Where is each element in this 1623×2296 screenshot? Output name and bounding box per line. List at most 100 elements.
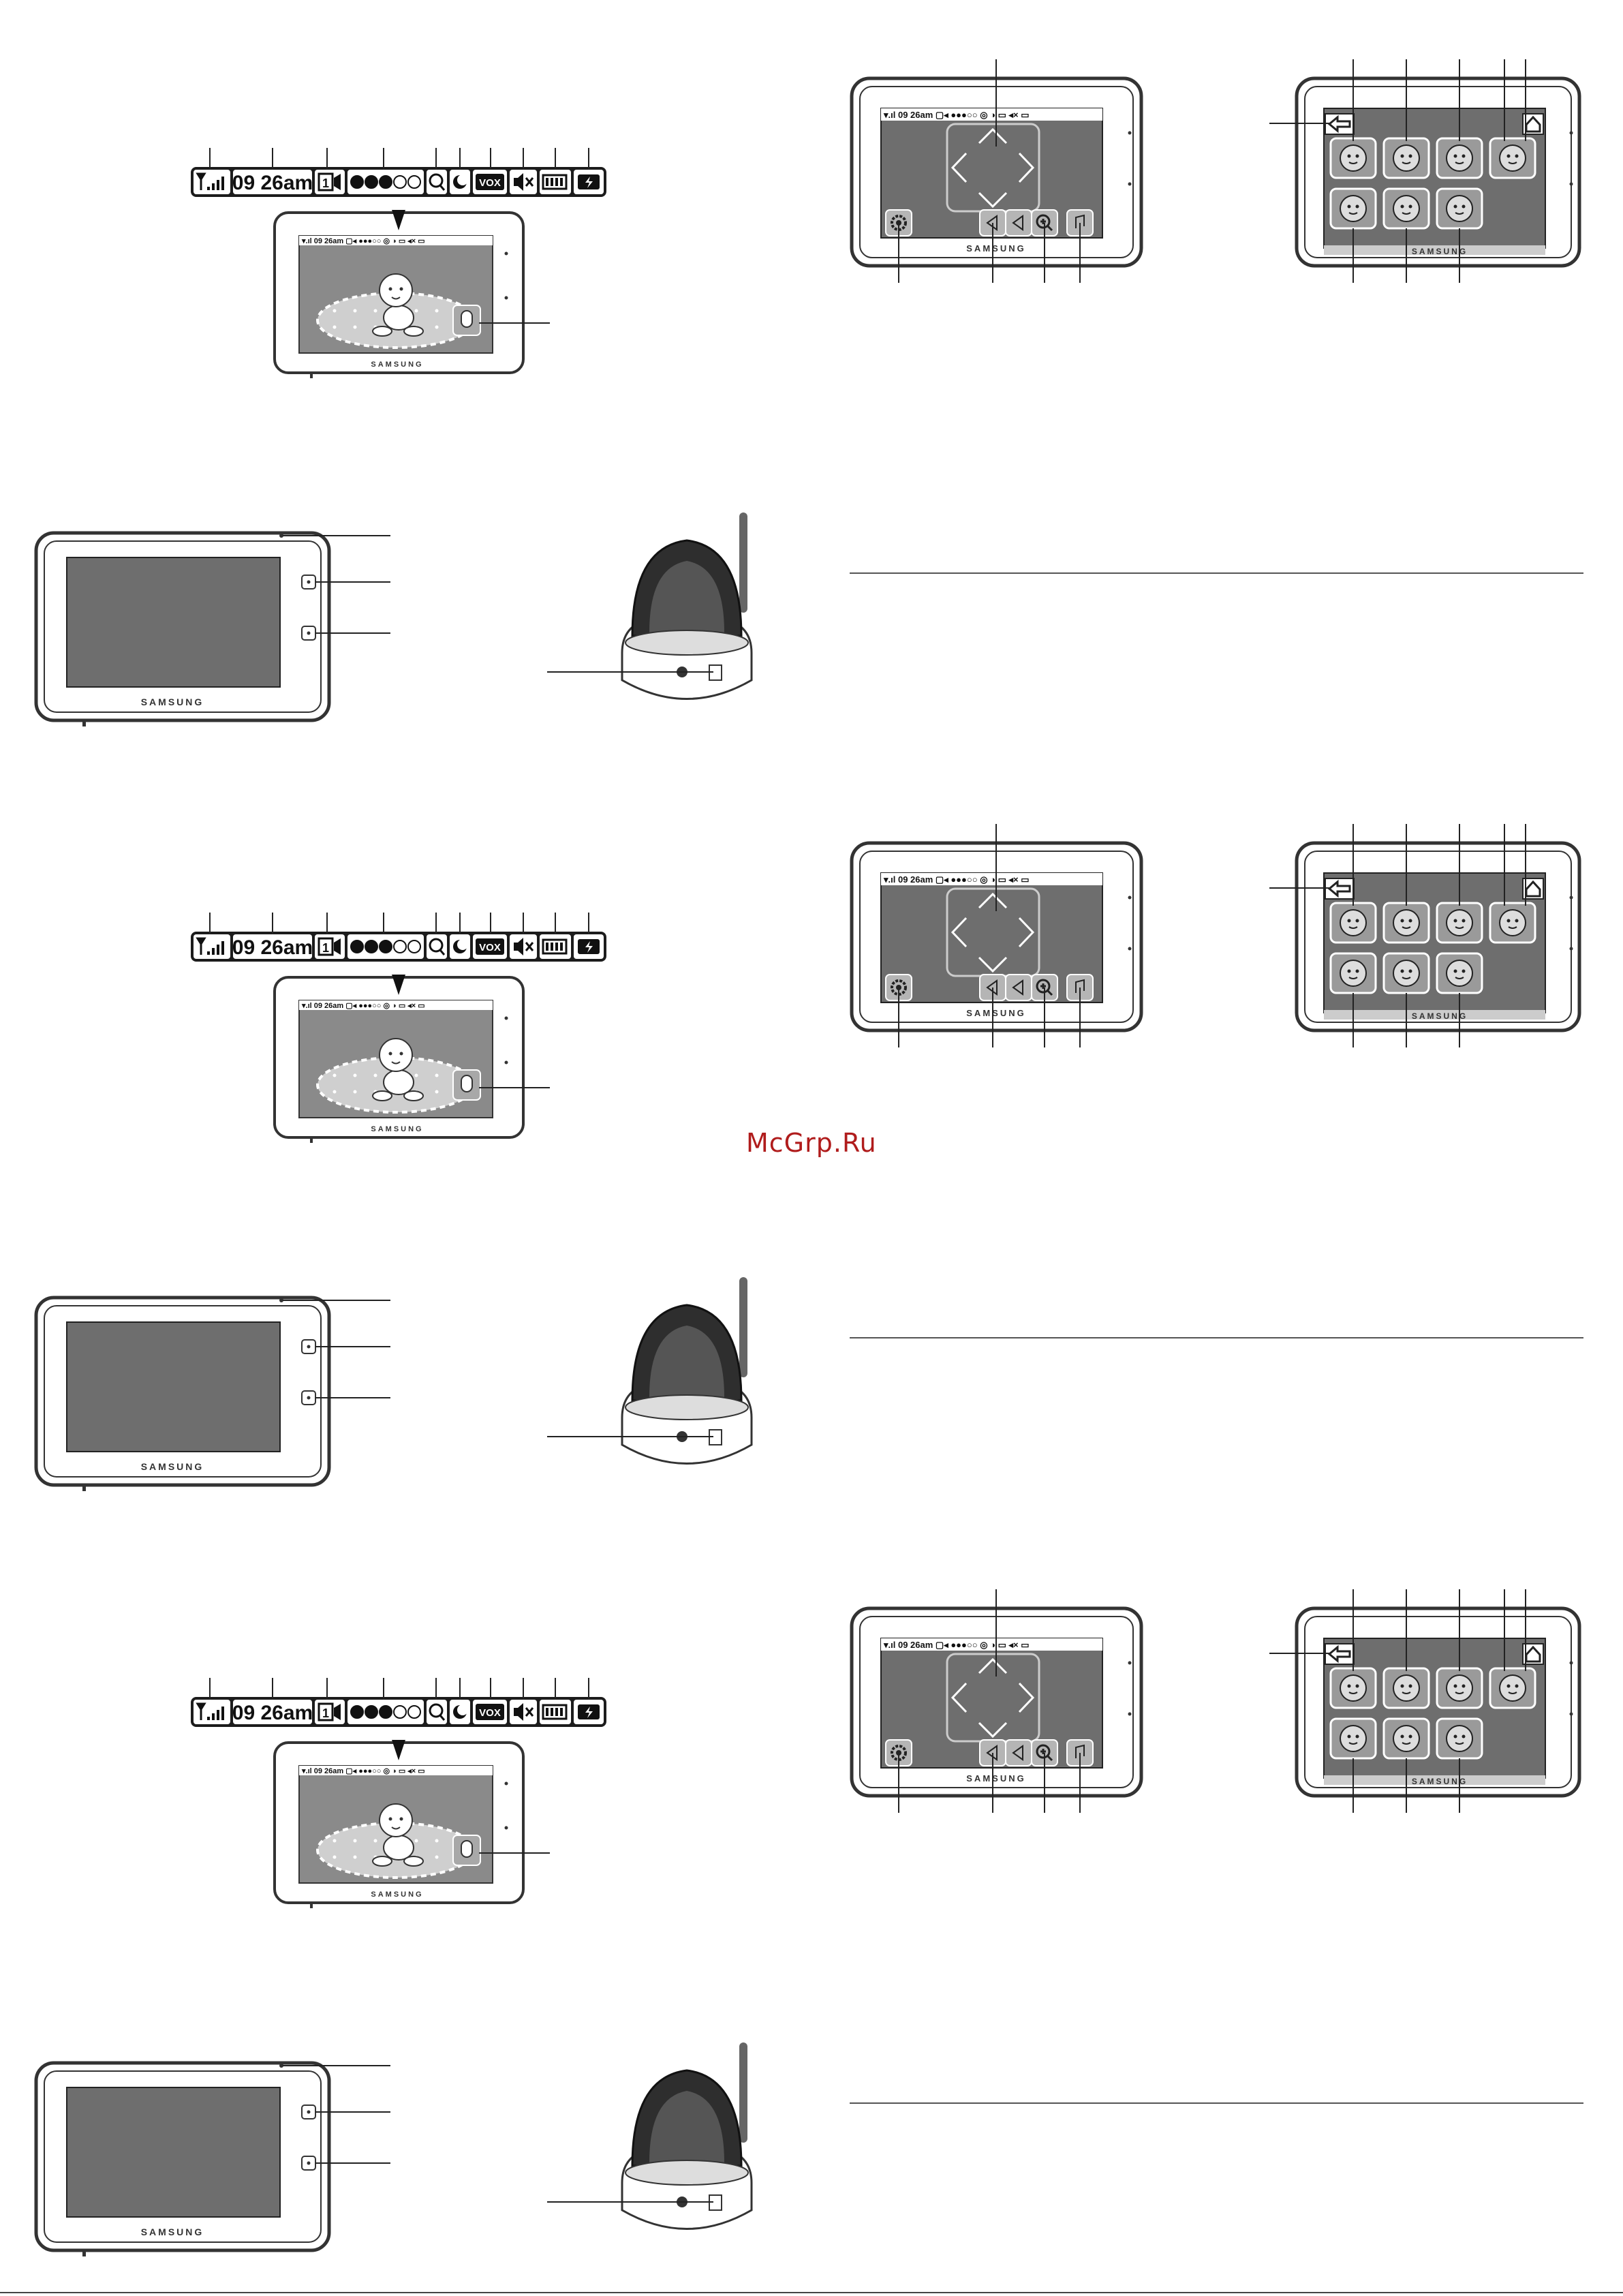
microphone — [279, 2064, 283, 2068]
battery-icon — [540, 934, 571, 959]
channel-number: 1 — [322, 177, 329, 190]
pan-right-button — [1018, 152, 1035, 183]
talk-side-button — [301, 1390, 316, 1405]
pan-left-button — [950, 1682, 968, 1713]
zoom-icon — [427, 934, 447, 959]
channel-icon: 1 — [315, 934, 345, 959]
monitor-live-view: ▾.ıl 09 26am ▢◂ ●●●○○ ◎ ◑ ▭ ◂× ▭SAMSUNG — [273, 975, 525, 1143]
monitor-live-view: ▾.ıl 09 26am ▢◂ ●●●○○ ◎ ◑ ▭ ◂× ▭SAMSUNG — [273, 1740, 525, 1908]
mini-status-text: ▾.ıl 09 26am ▢◂ ●●●○○ ◎ ◑ ▭ ◂× ▭ — [883, 874, 1030, 885]
monitor-front: SAMSUNG — [34, 531, 331, 726]
feeding-icon — [1489, 902, 1536, 944]
pan-left-button — [950, 152, 968, 183]
clock: 09 26am — [232, 170, 313, 194]
baby-head — [379, 1038, 413, 1072]
status-bar: 09 26am 1 VOX — [191, 167, 606, 197]
baby-body — [383, 305, 414, 331]
pan-up-button — [978, 892, 1008, 909]
pan-down-button — [978, 956, 1008, 973]
monitor-menu-screen: SAMSUNG — [1295, 1606, 1581, 1798]
night-icon — [450, 170, 470, 194]
baby-illustration — [316, 1803, 476, 1879]
monitor-control-screen: ▾.ıl 09 26am ▢◂ ●●●○○ ◎ ◑ ▭ ◂× ▭ SAMSUNG — [850, 1606, 1143, 1798]
brand-logo: SAMSUNG — [371, 1125, 423, 1133]
pan-down-button — [978, 1721, 1008, 1739]
camera-settings-icon — [1382, 1717, 1430, 1760]
vox-text: VOX — [479, 942, 501, 953]
monitor-screen — [66, 557, 281, 688]
feeding-icon — [1489, 137, 1536, 179]
channel-icon: 1 — [315, 170, 345, 194]
camera-unit — [621, 2042, 753, 2230]
monitor-menu-screen: SAMSUNG — [1295, 841, 1581, 1032]
pointer-triangle — [392, 1740, 405, 1760]
pointer-triangle — [392, 210, 405, 230]
brand-logo: SAMSUNG — [371, 1891, 423, 1899]
mini-status-text: ▾.ıl 09 26am ▢◂ ●●●○○ ◎ ◑ ▭ ◂× ▭ — [301, 237, 425, 245]
brand-logo: SAMSUNG — [966, 1008, 1025, 1018]
brightness-dots-icon — [347, 170, 424, 194]
bottom-rule — [0, 2292, 1623, 2293]
brand-logo: SAMSUNG — [966, 243, 1025, 254]
mini-status-bar — [299, 1766, 493, 1775]
vox-mic-icon — [1329, 952, 1377, 994]
alarm-icon — [1436, 137, 1483, 179]
signal-icon — [194, 1700, 230, 1724]
pan-up-button — [978, 127, 1008, 144]
brightness-dots-icon — [347, 934, 424, 959]
brand-logo: SAMSUNG — [966, 1773, 1025, 1784]
charging-icon — [574, 1700, 604, 1724]
mute-icon — [510, 934, 537, 959]
monitor-front: SAMSUNG — [34, 1296, 331, 1491]
return-settings-icon — [1436, 187, 1483, 230]
talk-button — [452, 1835, 481, 1866]
camera-icon — [1382, 1667, 1430, 1709]
battery-icon — [540, 170, 571, 194]
baby-illustration — [316, 273, 476, 349]
back-arrow-icon — [1325, 113, 1355, 135]
baby-head — [379, 1803, 413, 1837]
talk-side-button — [301, 2156, 316, 2171]
battery-icon — [540, 1700, 571, 1724]
charging-icon — [574, 170, 604, 194]
power-button — [301, 575, 316, 590]
camera-settings-icon — [1382, 187, 1430, 230]
charging-icon — [574, 934, 604, 959]
microphone — [279, 1298, 283, 1302]
mute-icon — [510, 170, 537, 194]
mini-status-text: ▾.ıl 09 26am ▢◂ ●●●○○ ◎ ◑ ▭ ◂× ▭ — [883, 1640, 1030, 1650]
section-1: 09 26am 1 VOX ▾.ıl 09 26am ▢◂ ●●●○○ ◎ ◑ ▭ ◂… — [34, 59, 1581, 726]
monitor-screen — [66, 1321, 281, 1452]
talk-button — [452, 1069, 481, 1101]
power-button — [301, 1339, 316, 1354]
baby-head — [379, 273, 413, 307]
mini-status-text: ▾.ıl 09 26am ▢◂ ●●●○○ ◎ ◑ ▭ ◂× ▭ — [883, 110, 1030, 120]
vox-mic-icon — [1329, 1717, 1377, 1760]
power-button — [301, 2104, 316, 2119]
camera-icon — [1382, 902, 1430, 944]
baby-body — [383, 1069, 414, 1095]
divider-1 — [850, 572, 1583, 574]
brand-logo: SAMSUNG — [1412, 247, 1468, 256]
pan-down-button — [978, 192, 1008, 209]
monitor-control-screen: ▾.ıl 09 26am ▢◂ ●●●○○ ◎ ◑ ▭ ◂× ▭ SAMSUNG — [850, 841, 1143, 1032]
divider-2 — [850, 1337, 1583, 1338]
pan-right-button — [1018, 1682, 1035, 1713]
volume-up-icon — [1005, 209, 1032, 236]
vox-text: VOX — [479, 177, 501, 189]
brand-logo: SAMSUNG — [141, 2226, 204, 2237]
zoom-icon — [427, 170, 447, 194]
divider-3 — [850, 2102, 1583, 2104]
monitor-front: SAMSUNG — [34, 2061, 331, 2256]
microphone — [279, 534, 283, 538]
monitor-control-screen: ▾.ıl 09 26am ▢◂ ●●●○○ ◎ ◑ ▭ ◂× ▭ SAMSUNG — [850, 76, 1143, 268]
signal-icon — [194, 170, 230, 194]
brightness-icon — [1329, 137, 1377, 179]
clock: 09 26am — [232, 1700, 313, 1724]
baby-body — [383, 1835, 414, 1861]
mute-icon — [510, 1700, 537, 1724]
brand-logo: SAMSUNG — [1412, 1011, 1468, 1021]
